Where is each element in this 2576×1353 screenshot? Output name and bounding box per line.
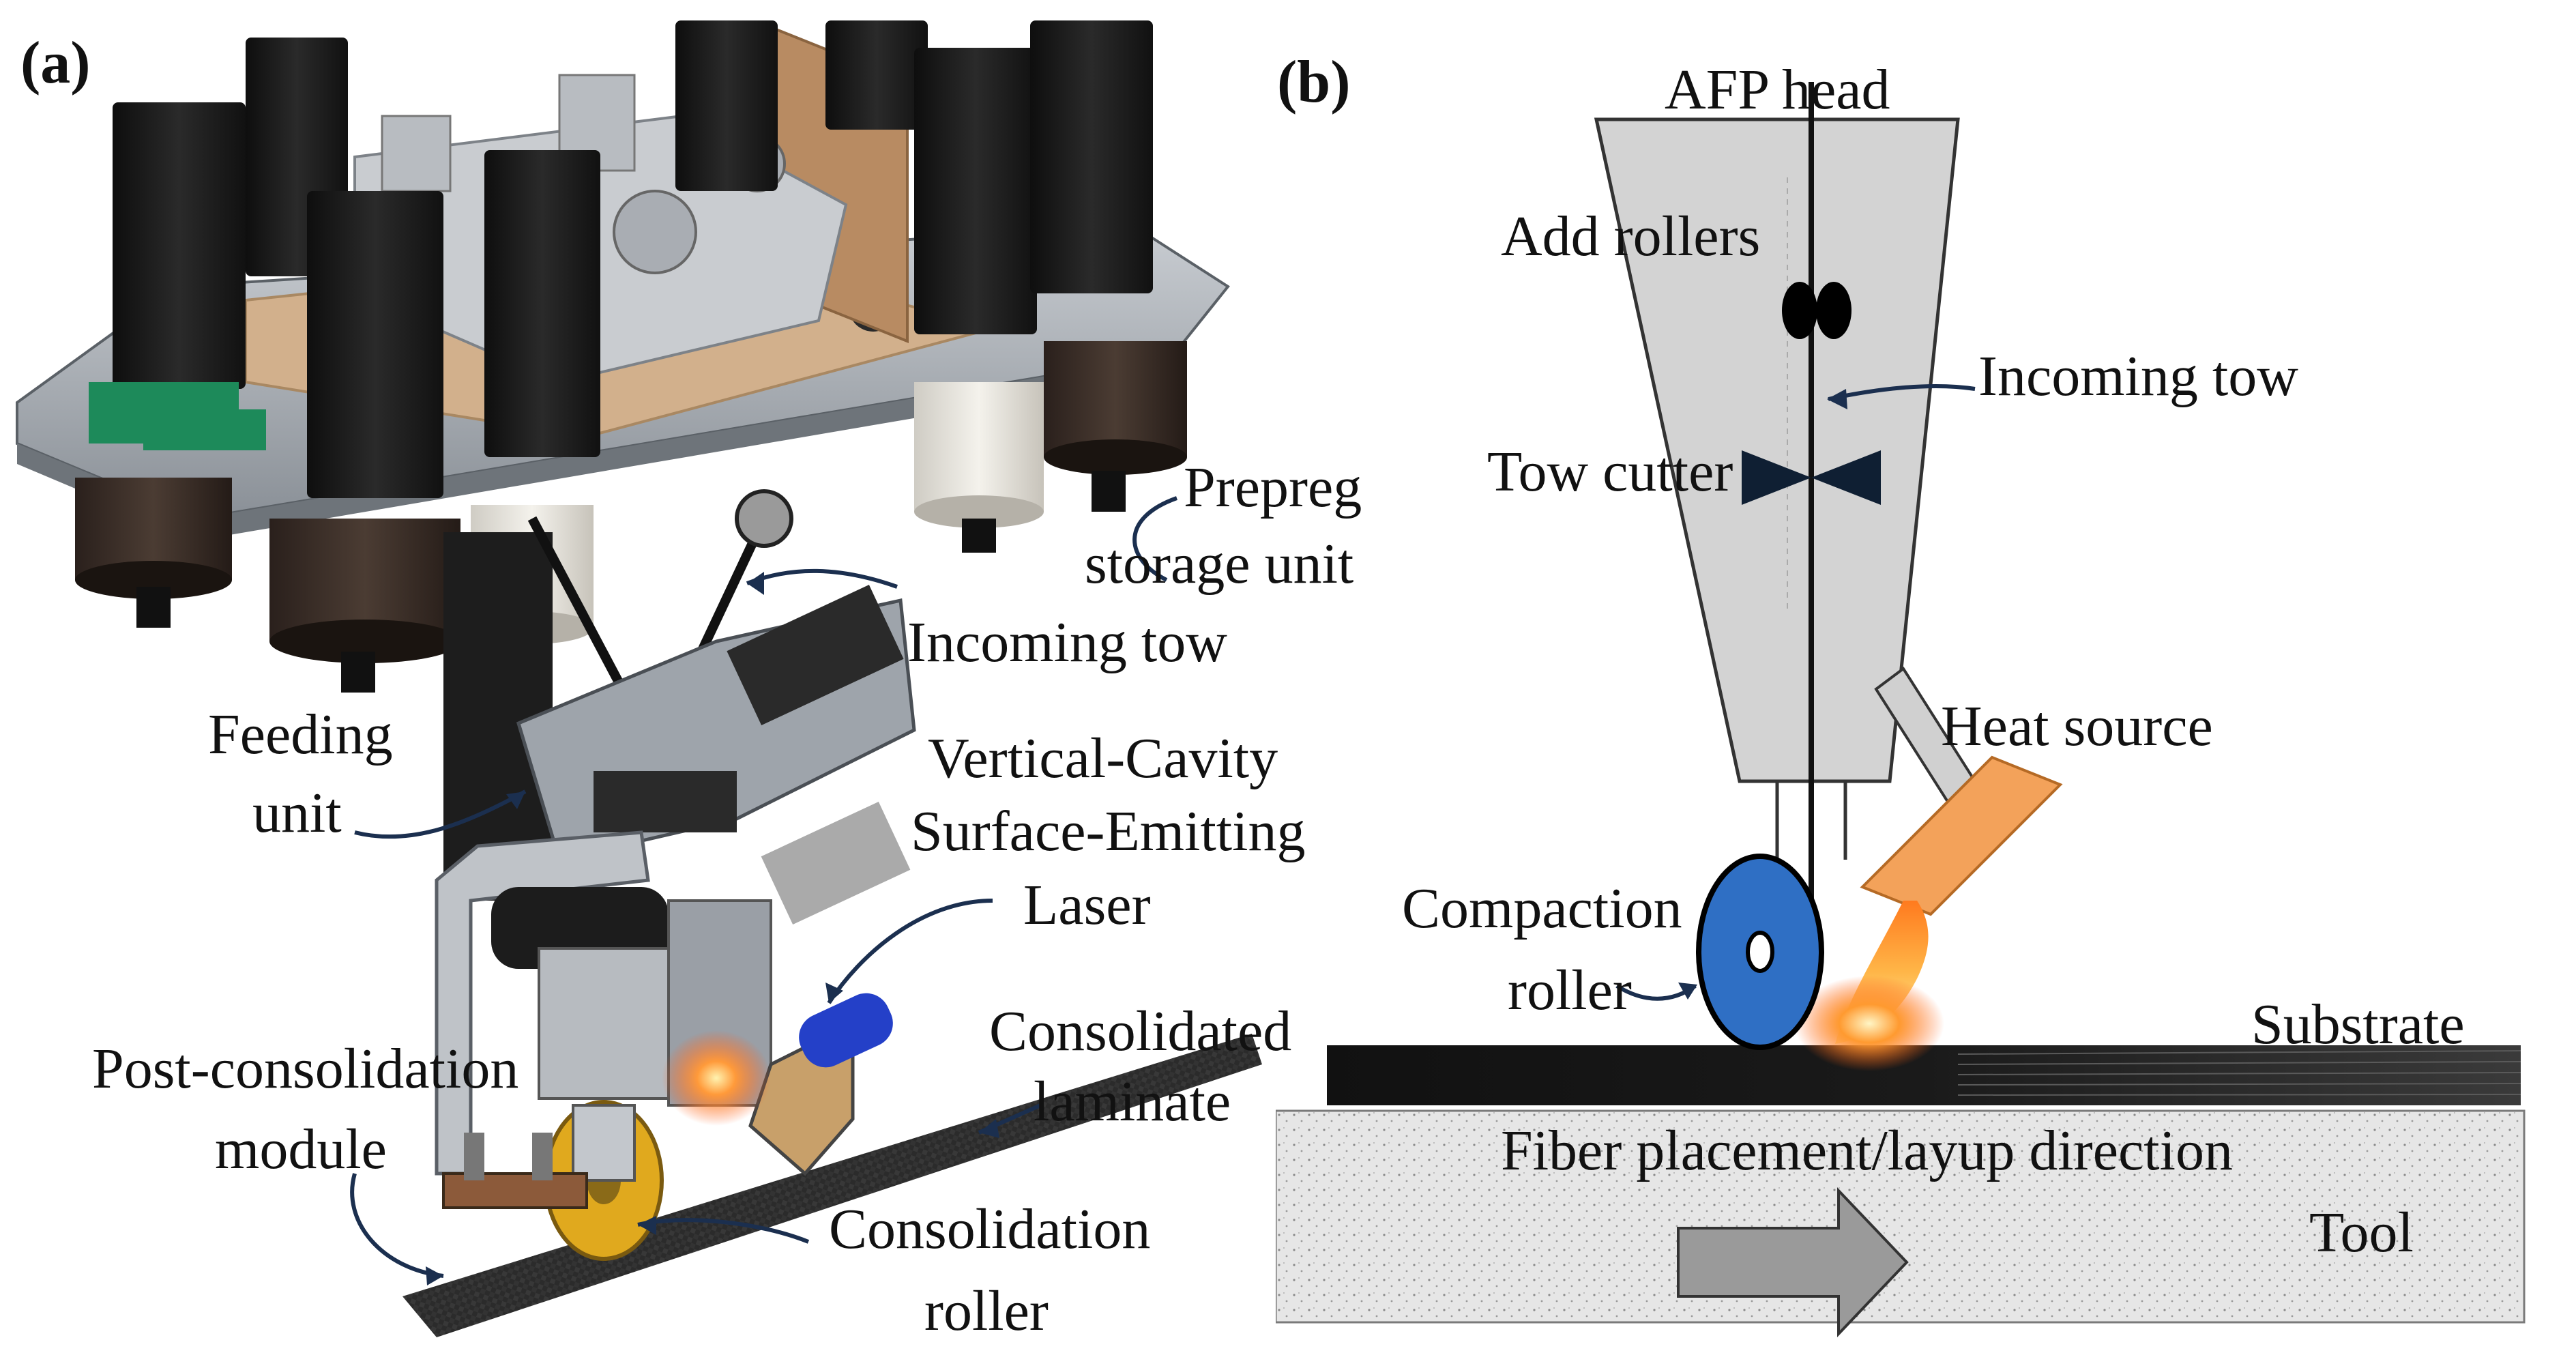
afp-machine-illustration xyxy=(16,20,1262,1337)
label-consolidation-roller-line2: roller xyxy=(924,1279,1049,1343)
label-vcsel-line2: Surface-Emitting xyxy=(911,800,1306,863)
arrow-post-consolidation xyxy=(350,1173,444,1278)
label-heat-source: Heat source xyxy=(1941,695,2213,758)
label-add-rollers: Add rollers xyxy=(1501,205,1761,268)
panel-a: (a) Prepreg storage unit Incoming tow Fe… xyxy=(0,0,1362,1353)
label-tool: Tool xyxy=(2309,1201,2414,1264)
arrow-laser xyxy=(827,899,993,1004)
label-incoming-tow-a: Incoming tow xyxy=(907,611,1227,674)
label-compaction-line1: Compaction xyxy=(1402,877,1682,940)
panel-b-tag: (b) xyxy=(1277,49,1351,115)
tow-cutter-right xyxy=(1811,450,1881,505)
label-feeding-line1: Feeding xyxy=(208,703,393,766)
label-incoming-tow-b: Incoming tow xyxy=(1978,345,2298,408)
layup-direction-arrow xyxy=(1677,1187,1909,1337)
label-consolidated-line1: Consolidated xyxy=(989,1000,1292,1063)
label-substrate: Substrate xyxy=(2251,993,2465,1056)
arrowheads-a xyxy=(426,572,999,1285)
panel-b: (b) AFP head Add rollers Incoming tow To… xyxy=(1276,0,2576,1353)
arrowheads-b xyxy=(1678,389,1847,1000)
add-roller-left xyxy=(1782,282,1817,339)
afp-head-body xyxy=(1594,117,1960,783)
label-afp-head: AFP head xyxy=(1665,58,1890,121)
heat-source xyxy=(1860,755,2063,916)
consolidated-laminate xyxy=(402,1034,1262,1337)
label-prepreg-line1: Prepreg xyxy=(1184,456,1362,519)
tool xyxy=(1276,1109,2526,1324)
afp-process-schematic xyxy=(1276,82,2526,1337)
label-post-consolidation-line1: Post-consolidation xyxy=(92,1037,519,1101)
add-roller-right xyxy=(1816,282,1852,339)
label-prepreg-line2: storage unit xyxy=(1085,532,1354,596)
substrate xyxy=(1327,1045,2521,1105)
label-layup-direction: Fiber placement/layup direction xyxy=(1501,1119,2233,1182)
arrow-feeding xyxy=(354,789,527,839)
label-consolidation-roller-line1: Consolidation xyxy=(829,1197,1151,1261)
tow-cutter-left xyxy=(1742,450,1811,505)
label-vcsel-line1: Vertical-Cavity xyxy=(928,727,1278,790)
label-vcsel-line3: Laser xyxy=(1023,873,1151,937)
label-consolidated-line2: laminate xyxy=(1034,1070,1231,1133)
label-post-consolidation-line2: module xyxy=(215,1118,387,1181)
arrow-prepreg xyxy=(1132,496,1178,582)
substrate-fibers xyxy=(1957,1050,2521,1096)
servo-motors xyxy=(113,20,1153,498)
label-tow-cutter: Tow cutter xyxy=(1487,440,1733,504)
label-feeding-line2: unit xyxy=(252,781,342,845)
arrow-incoming-tow-a xyxy=(746,568,898,589)
panel-a-tag: (a) xyxy=(20,30,91,96)
label-compaction-line2: roller xyxy=(1508,959,1632,1022)
